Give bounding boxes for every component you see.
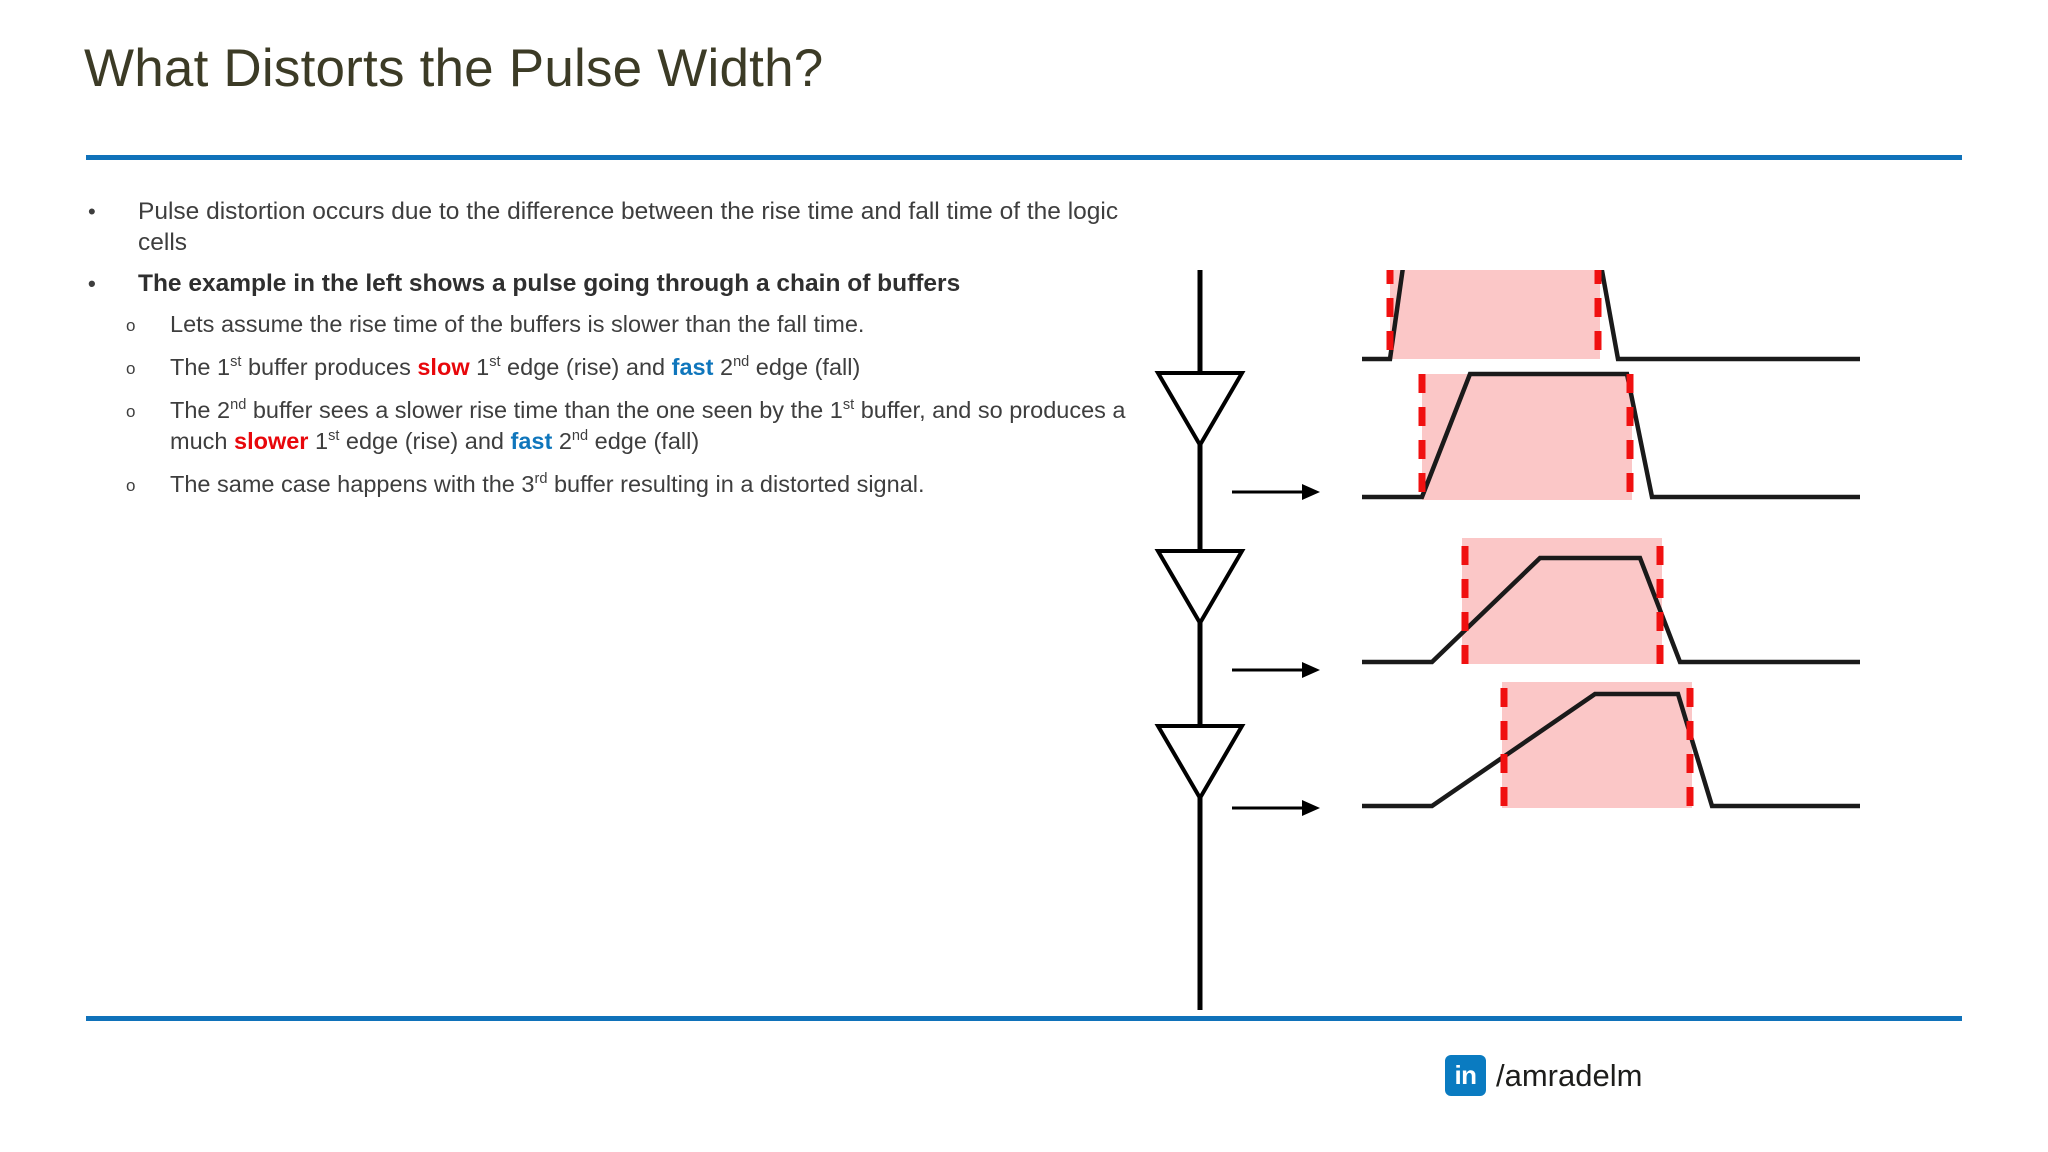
bullet-marker: • <box>88 199 96 224</box>
ordinal-suffix: rd <box>534 471 548 488</box>
waveform-stage-0 <box>1362 270 1860 362</box>
text-run: 1 <box>469 354 490 380</box>
pulse-trace <box>1362 371 1860 500</box>
tap-arrow-3 <box>1232 800 1320 816</box>
linkedin-handle: /amradelm <box>1496 1058 1643 1093</box>
buffer-triangle-2 <box>1154 549 1246 627</box>
buffer-chain-pulse-distortion-diagram <box>1140 270 2000 1010</box>
sub-bullet-text: Lets assume the rise time of the buffers… <box>170 311 864 337</box>
keyword-slow: slow <box>417 354 470 380</box>
keyword-fast: fast <box>510 428 553 454</box>
text-run: edge (rise) and <box>500 354 672 380</box>
waveform-stage-1 <box>1362 371 1860 501</box>
sub-bullet-marker: o <box>126 476 136 495</box>
text-run: 1 <box>308 428 329 454</box>
bullet-pulse-distortion: • Pulse distortion occurs due to the dif… <box>84 196 1134 258</box>
ordinal-suffix: st <box>328 428 340 445</box>
keyword-slow: slower <box>234 428 309 454</box>
buffer-triangle-1 <box>1154 371 1246 449</box>
buffer-triangle-3 <box>1154 724 1246 802</box>
tap-arrow-1 <box>1232 484 1320 500</box>
waveform-stage-3 <box>1362 682 1860 810</box>
ordinal-suffix: st <box>489 354 501 371</box>
text-run: buffer resulting in a distorted signal. <box>547 471 925 497</box>
text-run: 2 <box>552 428 572 454</box>
page-title: What Distorts the Pulse Width? <box>84 39 824 98</box>
text-run: edge (fall) <box>749 354 861 380</box>
text-run: 2 <box>713 354 734 380</box>
sub-bullet-text: The 2nd buffer sees a slower rise time t… <box>170 397 1126 454</box>
linkedin-credit[interactable]: in /amradelm <box>1445 1055 1642 1096</box>
ordinal-suffix: nd <box>230 397 247 414</box>
text-run: edge (rise) and <box>339 428 511 454</box>
pulse-width-highlight <box>1502 682 1692 808</box>
ordinal-suffix: nd <box>571 428 589 445</box>
sub-bullet-marker: o <box>126 402 136 421</box>
sub-bullet-marker: o <box>126 316 136 335</box>
linkedin-icon[interactable]: in <box>1445 1055 1486 1096</box>
ordinal-suffix: nd <box>733 354 750 371</box>
sub-bullet-text: The 1st buffer produces slow 1st edge (r… <box>170 354 860 380</box>
text-run: The same case happens with the 3 <box>170 471 535 497</box>
ordinal-suffix: st <box>230 354 242 371</box>
sub-bullet-list: o Lets assume the rise time of the buffer… <box>84 309 1134 500</box>
pulse-trace <box>1362 691 1860 809</box>
tap-arrow-2 <box>1232 662 1320 678</box>
linkedin-icon-label: in <box>1454 1060 1477 1090</box>
sub-bullet-marker: o <box>126 359 136 378</box>
text-run: The 1 <box>170 354 231 380</box>
text-run: buffer, and so produces a much <box>170 397 1126 454</box>
footer-divider-rule <box>86 1016 1962 1021</box>
waveform-stage-2 <box>1362 538 1860 666</box>
pulse-width-highlight <box>1422 374 1632 500</box>
pulse-width-highlight <box>1390 270 1600 359</box>
bullet-marker: • <box>88 271 96 296</box>
text-run: buffer sees a slower rise time than the … <box>246 397 843 423</box>
text-run: The 2 <box>170 397 231 423</box>
sub-bullet-text: The same case happens with the 3rd buffe… <box>170 471 925 497</box>
pulse-trace <box>1362 270 1860 362</box>
text-run: edge (fall) <box>588 428 700 454</box>
bullet-example-chain: • The example in the left shows a pulse … <box>84 268 1134 299</box>
text-run: Lets assume the rise time of the buffers… <box>170 311 865 337</box>
ordinal-suffix: st <box>842 397 855 414</box>
content-body: • Pulse distortion occurs due to the dif… <box>84 196 1134 512</box>
title-divider-rule <box>86 155 1962 160</box>
pulse-trace <box>1362 555 1860 665</box>
bullet-text: Pulse distortion occurs due to the diffe… <box>138 198 1119 256</box>
bullet-text: The example in the left shows a pulse go… <box>138 270 961 297</box>
keyword-fast: fast <box>671 354 714 380</box>
text-run: buffer produces <box>241 354 418 380</box>
sub-bullet-4: o The same case happens with the 3rd buff… <box>84 469 1134 500</box>
sub-bullet-1: o Lets assume the rise time of the buffer… <box>84 309 1134 340</box>
